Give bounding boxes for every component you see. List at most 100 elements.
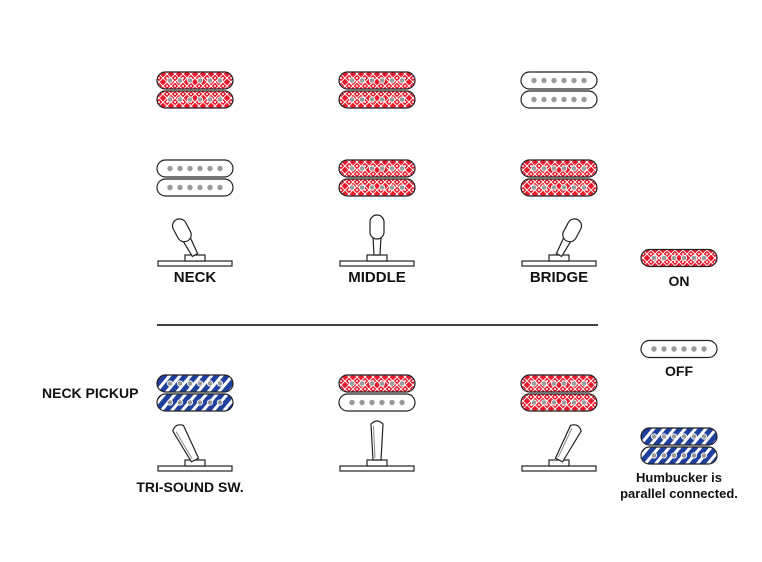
pole-piece [207,184,213,191]
pole-piece [650,433,658,440]
pole-piece [388,77,396,84]
pole-piece [530,380,538,387]
tri-sound-switch-left [157,424,233,472]
pole-piece [166,96,174,103]
pole-piece [398,165,406,172]
switch-plate [521,260,597,267]
pole-piece [530,165,538,172]
pole-piece [651,346,657,352]
pole-piece [680,433,688,440]
pole-piece [217,165,223,172]
pole-piece [650,254,658,262]
pole-piece [389,399,395,406]
pickup-coil [520,71,598,90]
pickup-coil [338,393,416,412]
tri-sound-col-1: TRI-SOUND SW. [136,374,244,495]
pole-piece [216,380,224,387]
pole-piece [186,77,194,84]
pole-piece [690,433,698,440]
pickup-coil [338,178,416,197]
pole-piece [359,399,365,406]
switch-lever [555,218,583,258]
pole-piece [176,399,184,406]
pole-piece [560,399,568,406]
pole-piece [580,399,588,406]
pole-piece [358,380,366,387]
pole-piece [186,96,194,103]
pole-piece [167,184,173,191]
pole-piece [358,165,366,172]
pole-piece [680,254,688,262]
switch-lever [369,214,385,256]
pole-piece [560,165,568,172]
pole-piece [348,165,356,172]
switch-plate [339,260,415,267]
pole-piece [581,77,587,84]
pole-piece [348,77,356,84]
pole-piece [541,77,547,84]
pole-piece [176,96,184,103]
pole-piece [660,452,668,459]
pickup-coil [338,159,416,178]
pole-piece [216,399,224,406]
pole-piece [348,96,356,103]
pole-piece [399,399,405,406]
switch-plate [157,465,233,472]
pole-piece [700,452,708,459]
pole-piece [187,165,193,172]
switch-lever [370,420,384,461]
pole-piece [540,165,548,172]
pole-piece [196,399,204,406]
pole-piece [681,346,687,352]
bridge-pickup-humbucker [338,159,416,197]
pole-piece [358,96,366,103]
pole-piece [378,165,386,172]
pole-piece [398,380,406,387]
pole-piece [196,380,204,387]
neck-humbucker-parallel [156,374,234,412]
pickup-coil [156,90,234,109]
switch-nut [184,254,206,262]
switch-nut [184,459,206,467]
switch-lever [171,218,199,258]
pole-piece [388,184,396,191]
position-label-bridge: BRIDGE [530,269,588,286]
toggle-switch-right [521,218,597,267]
pole-piece [670,254,678,262]
pole-piece [368,184,376,191]
pole-piece [348,380,356,387]
pole-piece [378,77,386,84]
pole-piece [186,399,194,406]
pole-piece [701,346,707,352]
pole-piece [368,77,376,84]
pole-piece [550,380,558,387]
pole-piece [368,96,376,103]
position-neck: NECK [156,71,234,286]
neck-pickup-humbucker [156,71,234,109]
pole-piece [369,399,375,406]
legend-parallel-label-line2: parallel connected. [620,486,738,501]
pickup-coil [640,427,718,446]
pole-piece [388,96,396,103]
switch-nut [366,254,388,262]
tri-sound-switch-right [521,424,597,472]
legend-off-label: OFF [665,363,693,379]
pickup-coil [156,178,234,197]
switch-plate [339,465,415,472]
neck-humbucker-series [520,374,598,412]
pole-piece [358,77,366,84]
pole-piece [670,433,678,440]
pole-piece [650,452,658,459]
pole-piece [398,96,406,103]
pole-piece [530,399,538,406]
pole-piece [560,184,568,191]
pole-piece [206,380,214,387]
pole-piece [166,77,174,84]
neck-pickup-row-label: NECK PICKUP [42,385,138,401]
pole-piece [348,184,356,191]
pole-piece [700,254,708,262]
pole-piece [216,77,224,84]
pole-piece [368,380,376,387]
pole-piece [196,96,204,103]
pole-piece [196,77,204,84]
